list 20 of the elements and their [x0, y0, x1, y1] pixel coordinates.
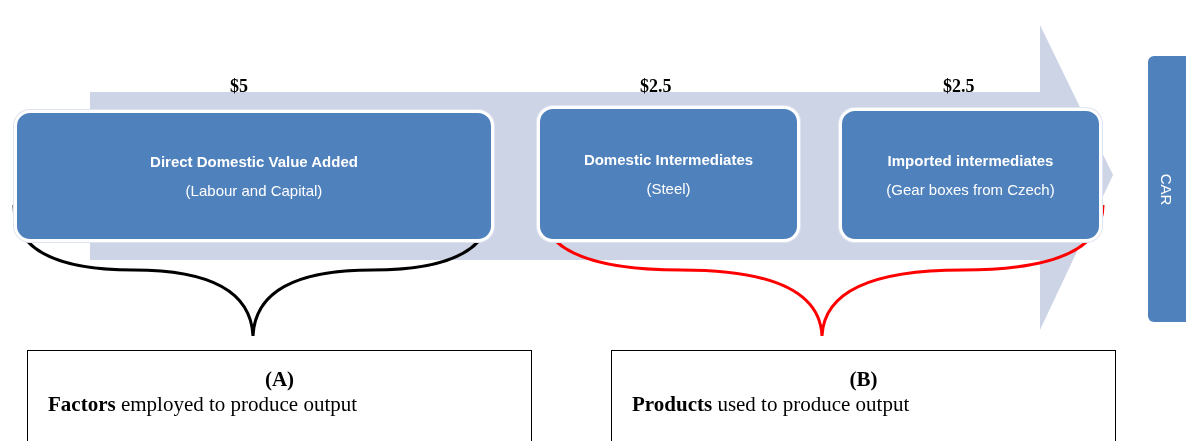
value-label: $2.5: [943, 76, 975, 97]
value-label: $5: [230, 76, 248, 97]
box-label: CAR: [1158, 173, 1176, 205]
output-box: [1148, 56, 1186, 322]
heading-text: Direct Domestic Value Added: [150, 153, 358, 170]
body-text: Products used to produce output: [632, 392, 911, 417]
body-text: (Steel): [646, 180, 691, 197]
heading-text: Domestic Intermediates: [583, 151, 754, 168]
process-box: [537, 106, 800, 242]
heading-text: (A): [263, 367, 296, 392]
process-box: [14, 110, 494, 242]
description-box: [611, 350, 1116, 441]
body-text: (Labour and Capital): [185, 182, 323, 199]
body-text: Factors employed to produce output: [48, 392, 359, 417]
process-box: [839, 108, 1102, 242]
heading-text: Imported intermediates: [887, 152, 1054, 169]
body-text: (Gear boxes from Czech): [886, 181, 1055, 198]
value-label: $2.5: [640, 76, 672, 97]
heading-text: (B): [848, 367, 879, 392]
description-box: [27, 350, 532, 441]
